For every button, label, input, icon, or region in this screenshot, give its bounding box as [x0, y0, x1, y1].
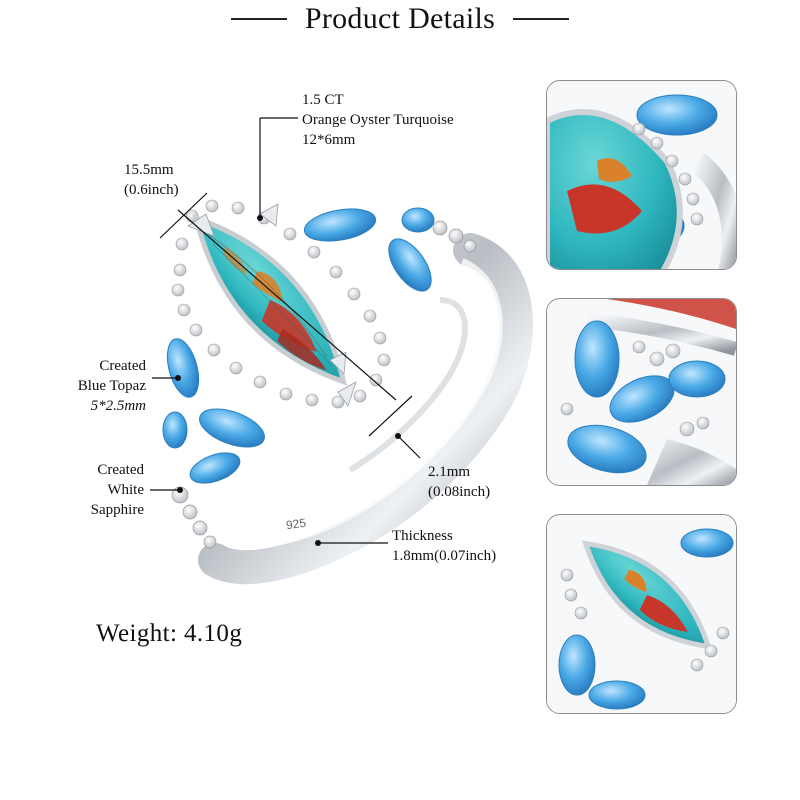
center-stone-size: 12*6mm: [302, 132, 356, 148]
ring-band: [198, 233, 533, 585]
accent-stone-color: White: [107, 482, 144, 498]
band-width-mm: 2.1mm: [428, 464, 471, 480]
center-stone-annotation: 1.5 CT Orange Oyster Turquoise 12*6mm: [302, 90, 454, 150]
dimension-dots: [175, 215, 401, 546]
band-stamp: 925: [285, 516, 307, 533]
accent-stone-created: Created: [97, 462, 144, 478]
side-stone-name: Blue Topaz: [77, 378, 146, 394]
band-width-annotation: 2.1mm (0.08inch): [428, 462, 490, 502]
side-stone-annotation: Created Blue Topaz 5*2.5mm: [40, 356, 146, 416]
side-stone-created: Created: [99, 358, 146, 374]
thickness-value: 1.8mm(0.07inch): [392, 548, 497, 564]
dimension-lines: [150, 117, 421, 544]
blue-topaz-stones: [162, 207, 435, 484]
page-title: Product Details: [304, 2, 496, 35]
weight-label: Weight: 4.10g: [96, 620, 243, 647]
thumbnail-side-closeup[interactable]: [546, 298, 737, 486]
thumbnail-top-closeup[interactable]: [546, 80, 737, 270]
length-mm: 15.5mm: [124, 162, 174, 178]
length-annotation: 15.5mm (0.6inch): [124, 160, 179, 200]
band-width-inch: (0.08inch): [428, 484, 491, 500]
center-stone-carat: 1.5 CT: [302, 92, 344, 108]
ring-band-inner: [230, 258, 503, 548]
title-left-rule: [230, 18, 287, 20]
thumbnail-angle-image: [547, 515, 736, 713]
title-right-rule: [513, 18, 570, 20]
accent-stone-name: Sapphire: [90, 502, 144, 518]
thumbnail-angle-closeup[interactable]: [546, 514, 737, 714]
center-stone-name: Orange Oyster Turquoise: [302, 112, 454, 128]
title-bar: Product Details: [0, 2, 800, 38]
thumbnail-side-image: [547, 299, 736, 485]
prongs: [187, 203, 357, 407]
halo-stones: [171, 199, 391, 409]
thickness-annotation: Thickness 1.8mm(0.07inch): [392, 526, 496, 566]
pave-accent-stones: [171, 220, 477, 549]
side-stone-size: 5*2.5mm: [90, 398, 146, 414]
thumbnail-top-image: [547, 81, 736, 269]
length-inch: (0.6inch): [124, 182, 179, 198]
accent-stone-annotation: Created White Sapphire: [40, 460, 144, 520]
thickness-label: Thickness: [392, 528, 453, 544]
